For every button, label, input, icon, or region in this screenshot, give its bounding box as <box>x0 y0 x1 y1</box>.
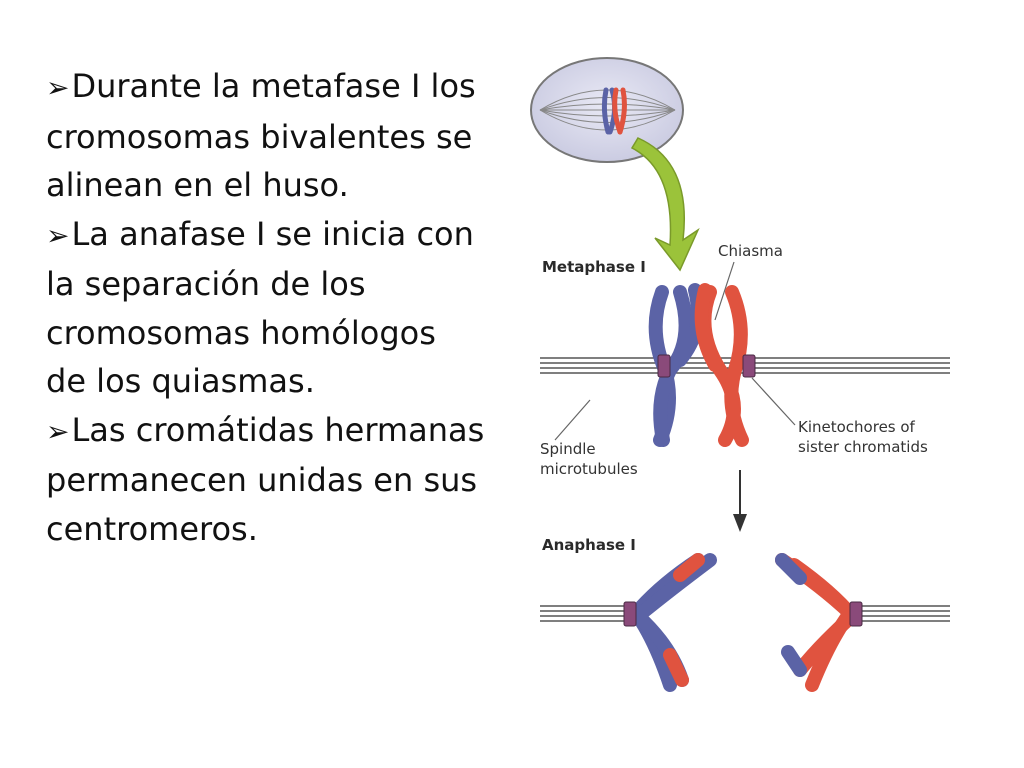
label-kinetochores-line2: sister chromatids <box>798 438 928 456</box>
spindle-microtubules-anaphase <box>540 605 950 622</box>
arrow-bullet-icon: ➢ <box>46 218 70 252</box>
bullet-item: ➢La anafase I se inicia con la separació… <box>46 210 486 406</box>
bullet-item: ➢Durante la metafase I los cromosomas bi… <box>46 62 486 210</box>
arrow-bullet-icon: ➢ <box>46 71 70 104</box>
bullet-text: Las cromátidas hermanas permanecen unida… <box>46 410 485 548</box>
transition-arrow <box>630 137 700 272</box>
spindle-pointer <box>554 399 591 441</box>
kinetochore-pointer <box>751 377 796 426</box>
kinetochore-anaphase-left <box>623 601 637 627</box>
meiosis-figure: Metaphase I Chiasma Spindle microtubules… <box>530 57 950 692</box>
label-chiasma: Chiasma <box>718 242 783 260</box>
label-spindle-line1: Spindle <box>540 440 596 458</box>
label-kinetochores-line1: Kinetochores of <box>798 418 916 436</box>
arrow-bullet-icon: ➢ <box>46 414 70 448</box>
stage-label-metaphase: Metaphase I <box>542 258 646 276</box>
label-spindle-line2: microtubules <box>540 460 638 478</box>
bullet-list: ➢Durante la metafase I los cromosomas bi… <box>46 62 486 553</box>
down-arrow-icon <box>733 470 747 532</box>
bullet-text: La anafase I se inicia con la separación… <box>46 214 474 401</box>
chiasma-pointer <box>714 261 735 321</box>
bullet-item: ➢Las cromátidas hermanas permanecen unid… <box>46 406 486 554</box>
stage-label-anaphase: Anaphase I <box>542 536 636 554</box>
kinetochore-anaphase-right <box>849 601 863 627</box>
cell-thumbnail <box>530 57 684 163</box>
chromosomes-anaphase-left <box>627 553 717 692</box>
kinetochore-left <box>657 354 671 378</box>
chromosomes-anaphase-right <box>775 553 862 692</box>
kinetochore-right <box>742 354 756 378</box>
bullet-text: Durante la metafase I los cromosomas biv… <box>46 67 476 204</box>
